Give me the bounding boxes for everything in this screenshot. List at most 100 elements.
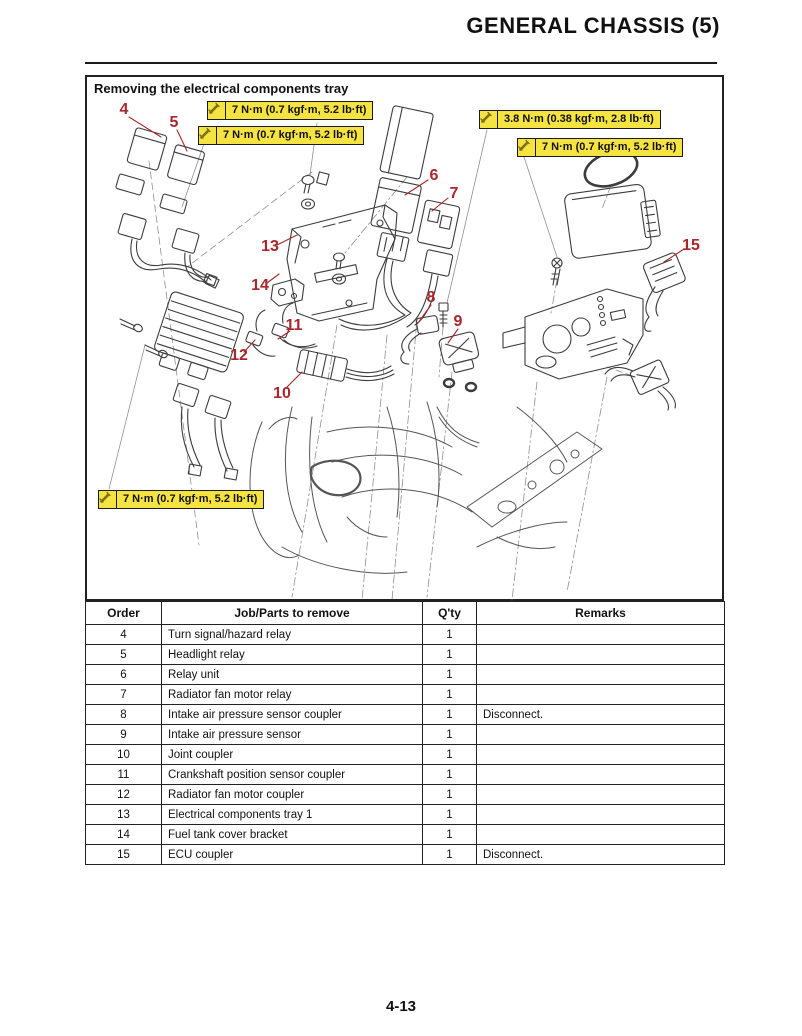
- cell-job: Headlight relay: [161, 644, 423, 665]
- relay-6: [370, 177, 422, 234]
- cell-job: Intake air pressure sensor coupler: [161, 704, 423, 725]
- cell-remarks: [476, 764, 725, 785]
- cell-remarks: [476, 664, 725, 685]
- torque-note-2: 7 N·m (0.7 kgf·m, 5.2 lb·ft): [198, 126, 365, 145]
- bolt-left-1: [119, 318, 143, 333]
- cell-remarks: [476, 804, 725, 825]
- torque-value: 7 N·m (0.7 kgf·m, 5.2 lb·ft): [223, 129, 358, 141]
- cell-order: 12: [85, 784, 162, 805]
- sensor-screw-9: [438, 302, 449, 328]
- ecu-unit: [564, 183, 661, 259]
- table-row: 13 Electrical components tray 1 1: [85, 804, 725, 825]
- cell-remarks: [476, 744, 725, 765]
- cell-qty: 1: [422, 824, 477, 845]
- ecu-bracket: [502, 288, 644, 380]
- bracket-14: [270, 278, 305, 307]
- torque-value: 7 N·m (0.7 kgf·m, 5.2 lb·ft): [232, 104, 367, 116]
- callout-10: 10: [273, 385, 291, 402]
- table-row: 9 Intake air pressure sensor 1: [85, 724, 725, 745]
- cell-order: 6: [85, 664, 162, 685]
- rectifier-unit: [154, 291, 244, 481]
- page-number: 4-13: [385, 998, 417, 1015]
- callout-14: 14: [251, 277, 269, 294]
- table-row: 8 Intake air pressure sensor coupler 1 D…: [85, 704, 725, 725]
- cell-qty: 1: [422, 644, 477, 665]
- page-title: GENERAL CHASSIS (5): [466, 13, 720, 38]
- table-row: 12 Radiator fan motor coupler 1: [85, 784, 725, 805]
- relay-cover: [379, 105, 434, 180]
- cell-remarks: [476, 824, 725, 845]
- diagram-title: Removing the electrical components tray: [94, 81, 349, 96]
- callout-7: 7: [449, 185, 459, 202]
- cell-order: 13: [85, 804, 162, 825]
- cell-qty: 1: [422, 624, 477, 645]
- cell-qty: 1: [422, 724, 477, 745]
- header-qty: Q'ty: [422, 601, 477, 625]
- cell-order: 14: [85, 824, 162, 845]
- cell-qty: 1: [422, 684, 477, 705]
- cell-remarks: [476, 644, 725, 665]
- cell-job: Relay unit: [161, 664, 423, 685]
- cell-job: ECU coupler: [161, 844, 423, 865]
- table-row: 10 Joint coupler 1: [85, 744, 725, 765]
- torque-value: 3.8 N·m (0.38 kgf·m, 2.8 lb·ft): [504, 113, 654, 125]
- cell-order: 10: [85, 744, 162, 765]
- screw-top-middle: [300, 171, 330, 210]
- cell-order: 8: [85, 704, 162, 725]
- exploded-diagram-art: [108, 105, 686, 601]
- relay-4: [115, 127, 220, 289]
- lower-right-coupler: [604, 359, 676, 411]
- cell-job: Fuel tank cover bracket: [161, 824, 423, 845]
- cell-qty: 1: [422, 784, 477, 805]
- coupler-12: [245, 309, 276, 357]
- header-job: Job/Parts to remove: [161, 601, 423, 625]
- cell-job: Intake air pressure sensor: [161, 724, 423, 745]
- table-row: 4 Turn signal/hazard relay 1: [85, 624, 725, 645]
- cell-qty: 1: [422, 744, 477, 765]
- callout-9: 9: [453, 313, 463, 330]
- screw-grommet-middle: [331, 252, 347, 285]
- callout-4: 4: [119, 101, 129, 118]
- header-order: Order: [85, 601, 162, 625]
- wrench-icon: [480, 111, 498, 128]
- cell-remarks: [476, 684, 725, 705]
- wrench-icon: [208, 102, 226, 119]
- parts-table: Order Job/Parts to remove Q'ty Remarks 4…: [85, 601, 725, 865]
- table-row: 6 Relay unit 1: [85, 664, 725, 685]
- cell-order: 9: [85, 724, 162, 745]
- cell-qty: 1: [422, 844, 477, 865]
- ecu-screw: [550, 257, 563, 286]
- relay-7: [417, 199, 461, 250]
- table-row: 14 Fuel tank cover bracket 1: [85, 824, 725, 845]
- wrench-icon: [199, 127, 217, 144]
- coupler-11: [271, 302, 318, 349]
- grommets-pair: [442, 377, 478, 393]
- callout-5: 5: [169, 114, 179, 131]
- cell-order: 4: [85, 624, 162, 645]
- callout-6: 6: [429, 167, 439, 184]
- cell-job: Joint coupler: [161, 744, 423, 765]
- torque-value: 7 N·m (0.7 kgf·m, 5.2 lb·ft): [542, 141, 677, 153]
- callout-15: 15: [682, 237, 700, 254]
- torque-note-5: 7 N·m (0.7 kgf·m, 5.2 lb·ft): [98, 490, 265, 509]
- torque-note-1: 7 N·m (0.7 kgf·m, 5.2 lb·ft): [207, 101, 374, 120]
- table-row: 15 ECU coupler 1 Disconnect.: [85, 844, 725, 865]
- torque-note-3: 3.8 N·m (0.38 kgf·m, 2.8 lb·ft): [479, 110, 661, 129]
- cell-qty: 1: [422, 704, 477, 725]
- joint-coupler-10: [296, 349, 395, 382]
- cell-qty: 1: [422, 664, 477, 685]
- exploded-diagram-panel: Removing the electrical components tray …: [85, 75, 724, 601]
- header-divider: [85, 62, 717, 64]
- header-remarks: Remarks: [476, 601, 725, 625]
- tray-bracket-13: [286, 204, 398, 322]
- cell-remarks: Disconnect.: [476, 704, 725, 725]
- torque-note-4: 7 N·m (0.7 kgf·m, 5.2 lb·ft): [517, 138, 684, 157]
- pressure-sensor-9: [438, 331, 480, 373]
- cell-job: Turn signal/hazard relay: [161, 624, 423, 645]
- cell-job: Electrical components tray 1: [161, 804, 423, 825]
- cell-order: 11: [85, 764, 162, 785]
- chassis-sketch: [249, 401, 603, 574]
- cell-order: 7: [85, 684, 162, 705]
- cell-job: Radiator fan motor relay: [161, 684, 423, 705]
- cell-remarks: Disconnect.: [476, 844, 725, 865]
